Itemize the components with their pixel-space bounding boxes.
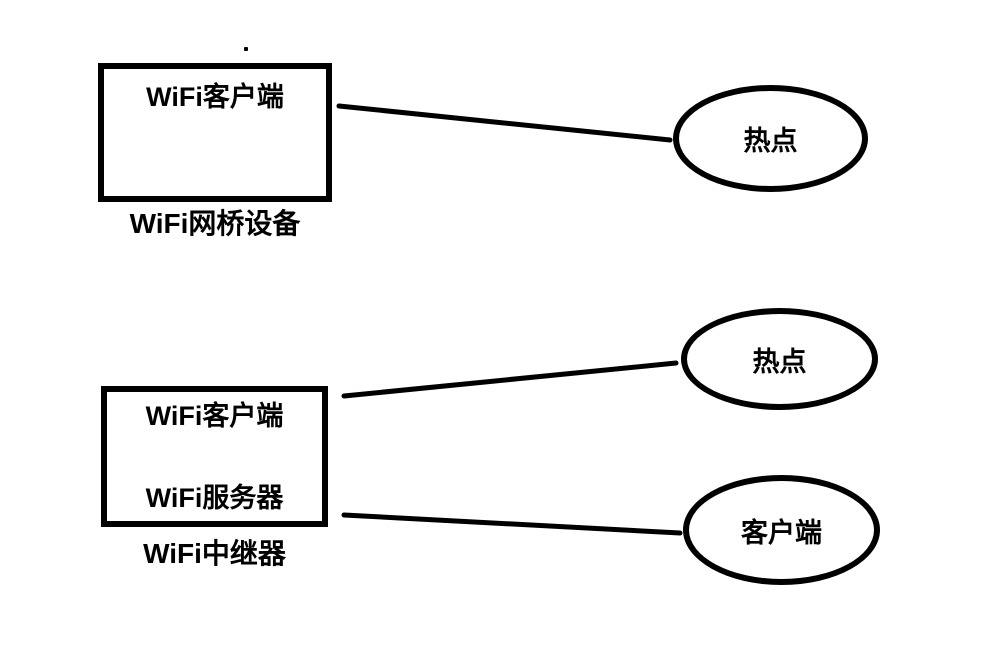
client-label: 客户端 xyxy=(741,517,822,548)
connector-repeater-client-to-hotspot xyxy=(341,360,679,399)
bridge-box-label: WiFi客户端 xyxy=(146,82,284,112)
hotspot-ellipse-bottom: 热点 xyxy=(681,308,878,410)
repeater-device-caption: WiFi中继器 xyxy=(143,538,286,569)
repeater-box-server-label: WiFi服务器 xyxy=(145,483,284,513)
bridge-device-box: WiFi客户端 xyxy=(98,63,332,202)
hotspot-ellipse-top: 热点 xyxy=(673,85,868,192)
client-ellipse: 客户端 xyxy=(683,475,880,585)
repeater-box-client-label: WiFi客户端 xyxy=(145,401,284,431)
repeater-device-box: WiFi客户端 WiFi服务器 xyxy=(101,386,328,527)
hotspot-top-label: 热点 xyxy=(743,126,798,156)
hotspot-bottom-label: 热点 xyxy=(752,346,807,377)
connector-repeater-server-to-client xyxy=(341,512,683,536)
bridge-device-caption: WiFi网桥设备 xyxy=(129,208,301,239)
stray-dot-mark xyxy=(244,47,248,51)
connector-bridge-to-hotspot xyxy=(336,103,673,143)
